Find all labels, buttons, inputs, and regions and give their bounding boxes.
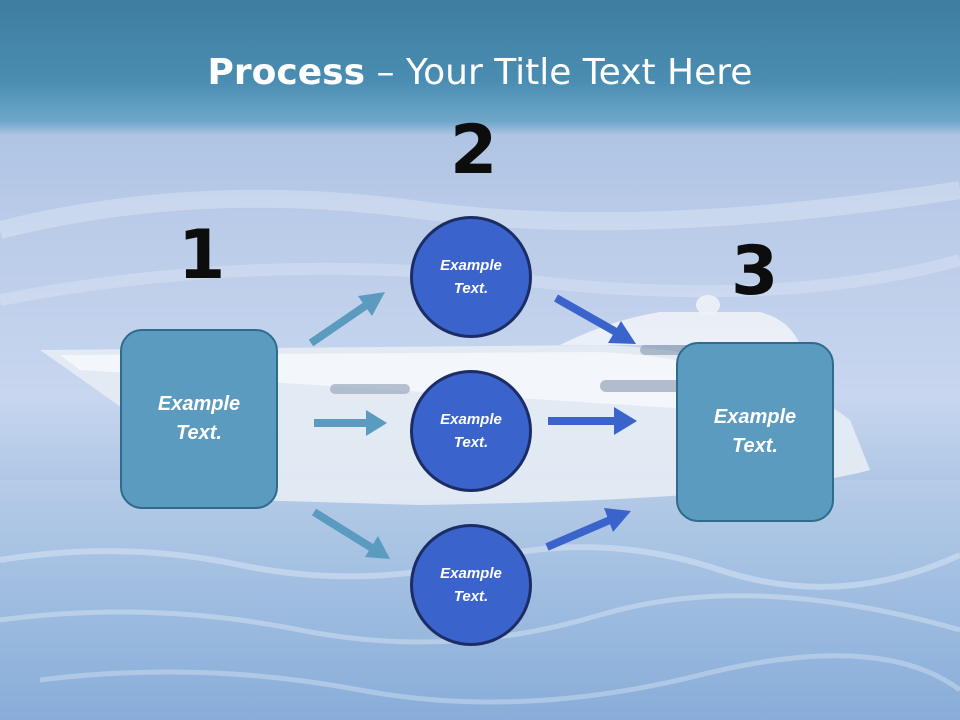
right-box-label: Example Text.: [713, 406, 797, 457]
title-bold: Process: [207, 52, 366, 93]
arrow-to-middle-circle: [314, 410, 387, 436]
top-circle-label: Example Text.: [440, 257, 502, 297]
left-box-label: Example Text.: [157, 393, 241, 444]
arrow-to-top-circle: [308, 292, 385, 347]
right-process-box: Example Text.: [676, 342, 834, 522]
top-circle: Example Text.: [410, 216, 532, 338]
slide-title: Process – Your Title Text Here: [0, 52, 960, 93]
step-number-2: 2: [450, 111, 498, 190]
middle-circle: Example Text.: [410, 370, 532, 492]
bottom-circle: Example Text.: [410, 524, 532, 646]
title-band: [0, 0, 960, 135]
arrow-from-top-circle: [554, 294, 636, 344]
arrow-from-bottom-circle: [545, 508, 631, 551]
arrow-from-middle-circle: [548, 407, 637, 435]
middle-circle-label: Example Text.: [440, 411, 502, 451]
title-rest: – Your Title Text Here: [365, 52, 753, 93]
step-number-1: 1: [178, 216, 226, 295]
step-number-3: 3: [731, 232, 779, 311]
bottom-circle-label: Example Text.: [440, 565, 502, 605]
arrow-to-bottom-circle: [311, 508, 390, 559]
left-process-box: Example Text.: [120, 329, 278, 509]
